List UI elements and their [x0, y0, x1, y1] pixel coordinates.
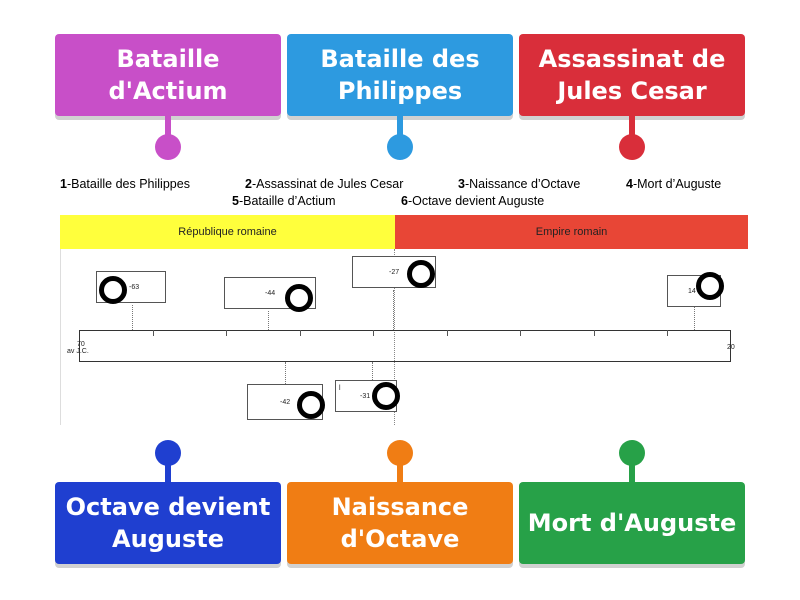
tile-naissance-octave[interactable]: Naissance d'Octave: [287, 482, 513, 564]
event-connector: [694, 307, 695, 330]
event-mark: l: [339, 385, 341, 392]
tile-mort-auguste[interactable]: Mort d'Auguste: [519, 482, 745, 564]
tile-bataille-actium[interactable]: Bataille d'Actium: [55, 34, 281, 116]
axis-end-value: 20: [727, 344, 735, 351]
event-connector: [285, 362, 286, 384]
tile-stem: [629, 116, 635, 138]
tile-stem: [165, 116, 171, 138]
event-year: -44: [265, 289, 276, 297]
axis-start-value: 70: [77, 341, 85, 348]
legend-text: -Naissance d’Octave: [464, 177, 581, 191]
legend-item-3: 3-Naissance d’Octave: [458, 177, 580, 191]
tile-label: Bataille d'Actium: [108, 45, 228, 105]
tile-label: Octave devient Auguste: [65, 493, 271, 553]
tile-assassinat-cesar[interactable]: Assassinat de Jules Cesar: [519, 34, 745, 116]
period-label: République romaine: [178, 226, 277, 238]
event-year: 14: [688, 287, 696, 295]
tile-stem: [629, 460, 635, 482]
legend-number: 2: [245, 177, 252, 191]
period-empire-romain: Empire romain: [395, 215, 748, 249]
legend-number: 1: [60, 177, 67, 191]
event-connector: [372, 362, 373, 380]
tile-dot[interactable]: [155, 134, 181, 160]
legend-text: -Octave devient Auguste: [407, 194, 545, 208]
event-year: -31: [360, 392, 371, 400]
drop-target-ring[interactable]: [407, 260, 435, 288]
tile-stem: [165, 460, 171, 482]
axis-tick: [447, 330, 448, 336]
drop-target-ring[interactable]: [297, 391, 325, 419]
event-connector: [393, 290, 394, 330]
tile-label: Naissance d'Octave: [331, 493, 469, 553]
period-republique-romaine: République romaine: [60, 215, 395, 249]
axis-end-label: 20: [727, 344, 735, 351]
legend-number: 5: [232, 194, 239, 208]
legend-text: -Mort d’Auguste: [632, 177, 722, 191]
event-year: -42: [280, 398, 291, 406]
tile-label: Bataille des Philippes: [320, 45, 480, 105]
period-label: Empire romain: [535, 226, 608, 238]
legend-number: 4: [626, 177, 633, 191]
tile-label: Assassinat de Jules Cesar: [538, 45, 726, 105]
legend-item-4: 4-Mort d’Auguste: [626, 177, 721, 191]
tile-octave-devient-auguste[interactable]: Octave devient Auguste: [55, 482, 281, 564]
legend-item-1: 1-Bataille des Philippes: [60, 177, 190, 191]
legend-number: 6: [401, 194, 408, 208]
axis-start-sub: av J.C.: [67, 348, 89, 355]
axis-tick: [153, 330, 154, 336]
event-year: -27: [389, 268, 400, 276]
axis-tick: [373, 330, 374, 336]
drop-target-ring[interactable]: [372, 382, 400, 410]
axis-tick: [667, 330, 668, 336]
legend-item-5: 5-Bataille d’Actium: [232, 194, 336, 208]
timeline-axis: [79, 330, 731, 362]
tile-stem: [397, 460, 403, 482]
tile-label: Mort d'Auguste: [527, 509, 737, 537]
event-connector: [132, 305, 133, 330]
axis-tick: [226, 330, 227, 336]
axis-tick: [520, 330, 521, 336]
legend-number: 3: [458, 177, 465, 191]
legend-text: -Bataille d’Actium: [238, 194, 336, 208]
event-connector: [268, 311, 269, 330]
legend-text: -Assassinat de Jules Cesar: [251, 177, 404, 191]
drop-target-ring[interactable]: [285, 284, 313, 312]
tile-bataille-philippes[interactable]: Bataille des Philippes: [287, 34, 513, 116]
legend-item-6: 6-Octave devient Auguste: [401, 194, 544, 208]
tile-stem: [397, 116, 403, 138]
axis-start-label: 70 av J.C.: [67, 341, 99, 355]
legend-text: -Bataille des Philippes: [66, 177, 190, 191]
drop-target-ring[interactable]: [99, 276, 127, 304]
timeline-frame: [60, 215, 749, 425]
tile-dot[interactable]: [387, 134, 413, 160]
axis-tick: [300, 330, 301, 336]
tile-dot[interactable]: [619, 134, 645, 160]
legend-item-2: 2-Assassinat de Jules Cesar: [245, 177, 403, 191]
period-divider: [394, 249, 395, 425]
drop-target-ring[interactable]: [696, 272, 724, 300]
event-year: -63: [129, 283, 140, 291]
axis-tick: [594, 330, 595, 336]
